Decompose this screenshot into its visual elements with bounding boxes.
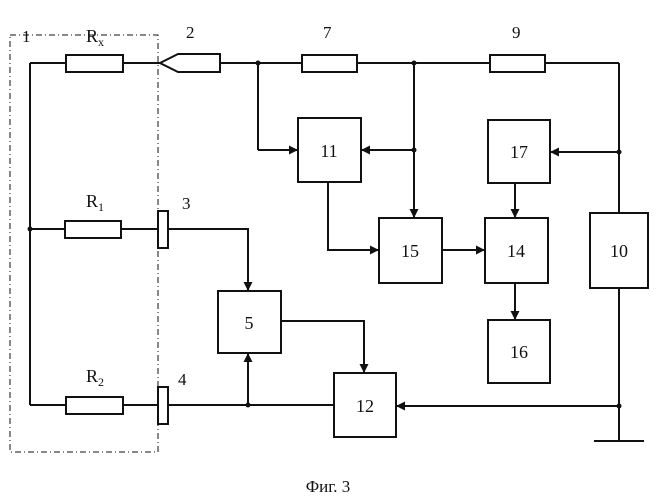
arrow-3-to-5 [168, 229, 248, 291]
resistor-rx [66, 55, 123, 72]
arrow-11-to-15 [328, 182, 379, 250]
label-3: 3 [182, 194, 191, 213]
block-5-label: 5 [245, 313, 254, 333]
resistor-7 [302, 55, 357, 72]
contact-3 [158, 211, 168, 248]
label-4: 4 [178, 370, 187, 389]
figure-caption: Фиг. 3 [306, 477, 351, 496]
block-17-label: 17 [510, 142, 528, 162]
contact-2 [160, 54, 220, 72]
block-15-label: 15 [401, 241, 419, 261]
label-2: 2 [186, 23, 195, 42]
label-7: 7 [323, 23, 332, 42]
block-12-label: 12 [356, 396, 374, 416]
resistor-r2 [66, 397, 123, 414]
block-10-label: 10 [610, 241, 628, 261]
label-r1: R1 [86, 191, 104, 214]
arrow-5-to-12 [281, 321, 364, 373]
block-16-label: 16 [510, 342, 528, 362]
object-enclosure [10, 35, 158, 452]
resistor-r1 [65, 221, 121, 238]
block-14-label: 14 [507, 241, 525, 261]
label-1: 1 [22, 27, 31, 46]
label-9: 9 [512, 23, 521, 42]
label-rx: Rx [86, 26, 104, 49]
label-r2: R2 [86, 366, 104, 389]
block-11-label: 11 [320, 141, 337, 161]
contact-4 [158, 387, 168, 424]
resistor-9 [490, 55, 545, 72]
